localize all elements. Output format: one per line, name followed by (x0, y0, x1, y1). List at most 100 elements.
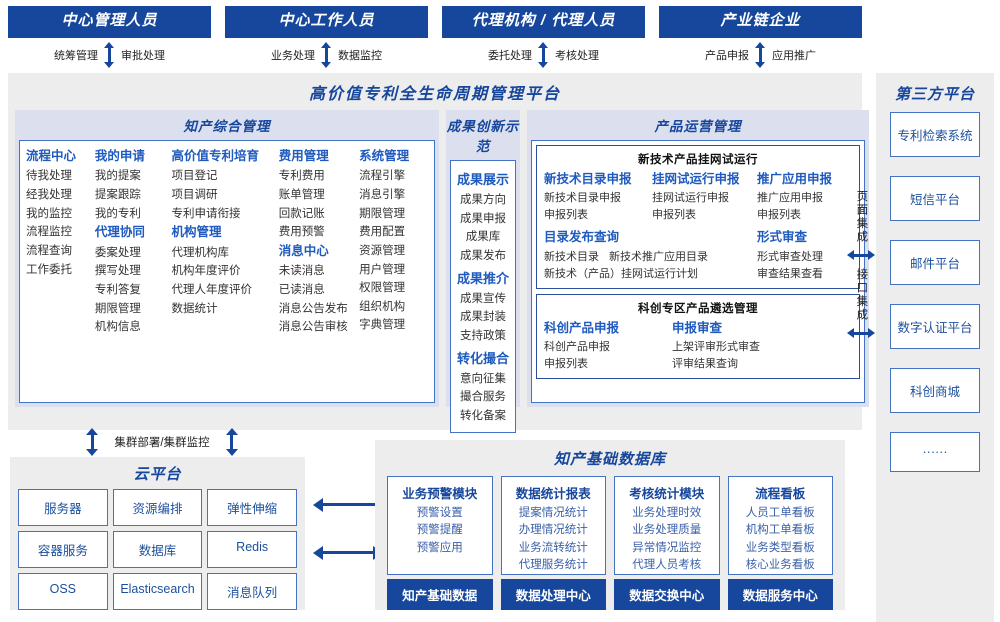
module-item[interactable]: 机构年度评价 (171, 265, 241, 278)
module-item[interactable]: 权限管理 (359, 282, 406, 295)
module-head[interactable]: 目录发布查询 (544, 230, 620, 245)
database-card-item[interactable]: 人员工单看板 (745, 507, 815, 519)
module-item[interactable]: 转化备案 (460, 410, 506, 423)
database-footer-base-data[interactable]: 知产基础数据 (387, 579, 493, 610)
module-item[interactable]: 回款记账 (278, 207, 325, 220)
module-item[interactable]: 委案处理 (94, 246, 141, 259)
module-item[interactable]: 申报列表 (757, 209, 802, 222)
module-item[interactable]: 新技术推广应用目录 (609, 250, 709, 263)
database-card-item[interactable]: 代理人员考核 (632, 559, 702, 572)
module-head[interactable]: 申报审查 (672, 320, 723, 335)
database-card-item[interactable]: 核心业务看板 (745, 559, 815, 572)
module-item[interactable]: 已读消息 (278, 283, 325, 296)
module-head[interactable]: 消息中心 (278, 243, 329, 258)
module-item[interactable]: 新技术（产品）挂网试运行计划 (544, 267, 699, 280)
cloud-cell-elasticsearch[interactable]: Elasticsearch (112, 573, 203, 610)
cloud-cell-orchestration[interactable]: 资源编排 (112, 489, 203, 526)
cloud-cell-oss[interactable]: OSS (18, 573, 108, 610)
module-item[interactable]: 未读消息 (278, 265, 325, 278)
module-item[interactable]: 费用配置 (359, 226, 406, 239)
database-footer-exchange-center[interactable]: 数据交换中心 (614, 579, 720, 610)
module-head[interactable]: 挂网试运行申报 (652, 172, 740, 186)
module-item[interactable]: 我的监控 (26, 207, 72, 220)
module-head[interactable]: 转化撮合 (457, 350, 510, 366)
module-item[interactable]: 新技术目录申报 (544, 192, 622, 205)
module-head[interactable]: 费用管理 (278, 149, 329, 163)
module-item[interactable]: 成果发布 (460, 250, 506, 263)
module-item[interactable]: 机构信息 (94, 321, 141, 334)
module-item[interactable]: 我的专利 (94, 207, 141, 220)
cloud-cell-message-queue[interactable]: 消息队列 (207, 573, 297, 610)
module-item[interactable]: 形式审查处理 (757, 250, 824, 263)
third-party-item-kechuang-mall[interactable]: 科创商城 (890, 368, 980, 413)
module-head[interactable]: 推广应用申报 (757, 172, 833, 186)
module-item[interactable]: 用户管理 (359, 263, 406, 276)
third-party-item-email[interactable]: 邮件平台 (890, 240, 980, 285)
module-item[interactable]: 流程查询 (26, 244, 72, 257)
third-party-item-patent-search[interactable]: 专利检索系统 (890, 112, 980, 157)
module-item[interactable]: 期限管理 (359, 207, 406, 220)
module-item[interactable]: 专利答复 (94, 283, 141, 296)
module-item[interactable]: 意向征集 (460, 372, 506, 385)
database-card-item[interactable]: 预警设置 (416, 507, 463, 519)
module-item[interactable]: 审查结果查看 (757, 267, 824, 280)
third-party-item-digital-cert[interactable]: 数字认证平台 (890, 304, 980, 349)
module-head[interactable]: 成果推介 (457, 270, 510, 286)
module-head[interactable]: 机构管理 (171, 225, 222, 240)
module-head[interactable]: 高价值专利培育 (171, 149, 260, 163)
module-item[interactable]: 经我处理 (26, 189, 72, 201)
module-item[interactable]: 字典管理 (359, 319, 406, 332)
module-item[interactable]: 数据统计 (171, 302, 218, 315)
database-card-item[interactable]: 业务流转统计 (518, 541, 588, 554)
cloud-cell-redis[interactable]: Redis (207, 531, 297, 568)
module-item[interactable]: 代理人年度评价 (171, 283, 253, 296)
module-head[interactable]: 流程中心 (26, 149, 77, 163)
module-item[interactable]: 项目登记 (171, 170, 218, 183)
module-item[interactable]: 工作委托 (26, 263, 72, 276)
module-item[interactable]: 推广应用申报 (757, 192, 824, 205)
module-item[interactable]: 提案跟踪 (94, 189, 141, 201)
module-item[interactable]: 评审结果查询 (672, 357, 739, 370)
database-card-item[interactable]: 提案情况统计 (518, 507, 588, 519)
database-card-item[interactable]: 业务处理质量 (632, 524, 702, 537)
module-head[interactable]: 我的申请 (94, 149, 145, 163)
module-item[interactable]: 新技术目录 (544, 250, 600, 263)
third-party-item-sms[interactable]: 短信平台 (890, 176, 980, 221)
cloud-cell-autoscaling[interactable]: 弹性伸缩 (207, 489, 297, 526)
module-item[interactable]: 专利申请衔接 (171, 207, 241, 220)
module-item[interactable]: 撮合服务 (460, 391, 506, 404)
module-head[interactable]: 形式审查 (757, 230, 808, 245)
module-item[interactable]: 消息公告发布 (278, 302, 348, 315)
module-item[interactable]: 代理机构库 (171, 246, 230, 259)
module-item[interactable]: 消息公告审核 (278, 321, 348, 334)
module-item[interactable]: 挂网试运行申报 (652, 192, 730, 205)
module-head[interactable]: 成果展示 (457, 172, 510, 187)
module-item[interactable]: 申报列表 (544, 357, 589, 370)
database-footer-processing-center[interactable]: 数据处理中心 (500, 579, 606, 610)
cloud-cell-server[interactable]: 服务器 (18, 489, 108, 526)
module-item[interactable]: 成果库 (465, 231, 501, 244)
module-item[interactable]: 撰写处理 (94, 265, 141, 278)
module-item[interactable]: 费用预警 (278, 226, 325, 239)
module-item[interactable]: 待我处理 (26, 170, 72, 183)
module-head[interactable]: 新技术目录申报 (544, 172, 632, 186)
module-item[interactable]: 项目调研 (171, 189, 218, 201)
module-item[interactable]: 申报列表 (544, 209, 589, 222)
module-head[interactable]: 代理协同 (94, 225, 145, 240)
module-head[interactable]: 系统管理 (359, 149, 410, 163)
module-item[interactable]: 我的提案 (94, 170, 141, 183)
module-item[interactable]: 账单管理 (278, 189, 325, 201)
cloud-cell-container[interactable]: 容器服务 (18, 531, 108, 568)
database-card-item[interactable]: 业务类型看板 (745, 541, 815, 554)
module-item[interactable]: 成果方向 (460, 194, 506, 207)
database-footer-service-center[interactable]: 数据服务中心 (727, 579, 833, 610)
module-item[interactable]: 期限管理 (94, 302, 141, 315)
module-item[interactable]: 资源管理 (359, 244, 406, 257)
database-card-item[interactable]: 办理情况统计 (518, 524, 588, 537)
module-item[interactable]: 流程监控 (26, 226, 72, 239)
database-card-item[interactable]: 业务处理时效 (632, 507, 702, 519)
module-item[interactable]: 流程引擎 (359, 170, 406, 183)
module-item[interactable]: 支持政策 (460, 330, 506, 343)
module-item[interactable]: 申报列表 (652, 209, 697, 222)
database-card-item[interactable]: 异常情况监控 (632, 541, 702, 554)
